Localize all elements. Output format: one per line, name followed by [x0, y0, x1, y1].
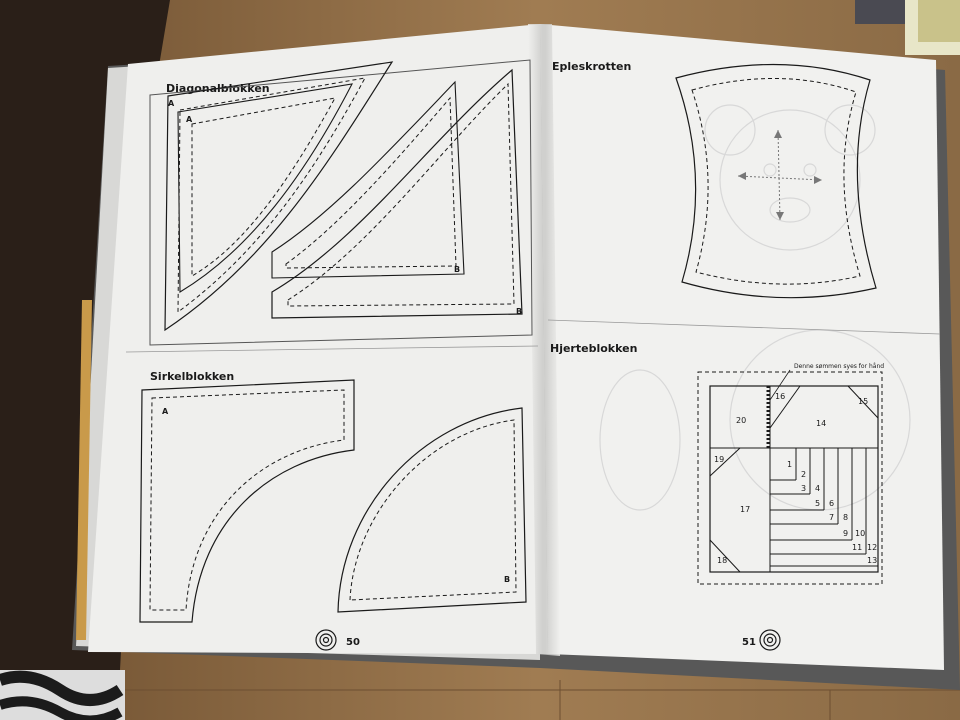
piece-number: 16 [775, 392, 785, 401]
piece-label-b-circle: B [504, 575, 510, 584]
piece-number: 5 [815, 499, 820, 508]
circle-piece-b-inner [349, 419, 517, 601]
left-page [88, 24, 548, 654]
page-stack-colored-edge [76, 300, 92, 640]
pattern-piece-b2-outer [271, 80, 465, 279]
box-object [855, 0, 905, 24]
heart-block-numbers: 1 2 3 4 5 6 7 8 9 10 11 12 13 14 15 16 1… [714, 392, 877, 565]
hand-sew-note: Denne sømmen syes for hånd [794, 363, 884, 370]
heart-block-diagram [697, 369, 883, 585]
circle-piece-b-outer [337, 407, 527, 613]
grain-arrows [737, 129, 823, 221]
piece-label-b: B [516, 307, 522, 316]
piece-label-a: A [168, 99, 175, 108]
apple-core-outer [675, 63, 877, 299]
piece-number: 6 [829, 499, 834, 508]
diagonal-panel [149, 59, 533, 346]
piece-number: 17 [740, 505, 750, 514]
piece-number: 7 [829, 513, 834, 522]
page-number-right: 51 [742, 629, 781, 651]
piece-label-a-circle: A [162, 407, 169, 416]
svg-text:51: 51 [742, 637, 756, 648]
gutter-shadow [528, 24, 560, 656]
page-divider-left [125, 345, 539, 353]
pattern-piece-b-outer [271, 68, 523, 319]
section-title-heart: Hjerteblokken [550, 342, 637, 355]
striped-fabric [0, 670, 125, 720]
piece-number: 19 [714, 455, 724, 464]
pattern-piece-b-inner [287, 82, 515, 307]
svg-text:50: 50 [346, 637, 360, 648]
piece-number: 15 [858, 397, 868, 406]
page-divider-right [547, 319, 941, 335]
arrow-head [776, 212, 784, 220]
pattern-piece-a2-inner [191, 97, 336, 277]
pattern-piece-a-outer [164, 61, 394, 332]
piece-number: 10 [855, 529, 865, 538]
right-page [540, 24, 944, 670]
piece-number: 4 [815, 484, 820, 493]
apple-core-inner [691, 78, 861, 285]
pattern-piece-a-inner [177, 77, 366, 313]
piece-number: 1 [787, 460, 792, 469]
piece-number: 2 [801, 470, 806, 479]
piece-number: 13 [867, 556, 877, 565]
piece-number: 11 [852, 543, 862, 552]
piece-number: 14 [816, 419, 826, 428]
circle-piece-a-outer [139, 379, 355, 623]
pattern-piece-b2-inner [285, 96, 457, 269]
piece-number: 12 [867, 543, 877, 552]
piece-number: 9 [843, 529, 848, 538]
piece-label-a: A [186, 115, 193, 124]
arrow-head [814, 176, 822, 184]
frame-object-inner [918, 0, 960, 42]
section-title-apple: Epleskrotten [552, 60, 631, 73]
piece-number: 3 [801, 484, 806, 493]
piece-number: 20 [736, 416, 746, 425]
piece-number: 8 [843, 513, 848, 522]
pattern-piece-a2-outer [177, 83, 353, 293]
arrow-head [774, 130, 782, 138]
section-title-circle: Sirkelblokken [150, 370, 234, 383]
circle-piece-a-inner [149, 389, 345, 611]
piece-label-b: B [454, 265, 460, 274]
page-number-left: 50 [315, 629, 360, 651]
piece-number: 18 [717, 556, 727, 565]
arrow-head [738, 172, 746, 180]
